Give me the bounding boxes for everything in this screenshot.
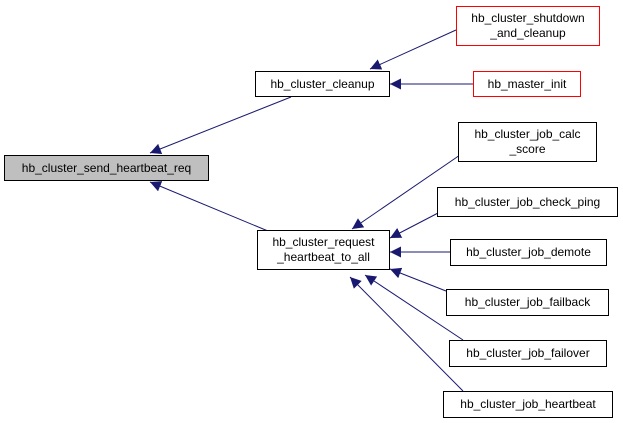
edge-heartbeat-to-request [349,276,464,392]
node-label: hb_cluster_job_failover [466,346,590,360]
node-label: hb_cluster_cleanup [270,76,375,91]
node-hb-cluster-cleanup[interactable]: hb_cluster_cleanup [255,71,390,97]
node-hb-cluster-job-calc-score[interactable]: hb_cluster_job_calc _score [458,122,597,162]
edge-failback-to-request [389,267,447,292]
node-hb-cluster-job-failover[interactable]: hb_cluster_job_failover [449,340,607,367]
node-label: hb_master_init [487,76,567,91]
node-label: hb_cluster_send_heartbeat_req [21,160,192,175]
edge-cleanup-to-root [149,96,292,155]
node-label-line2: _score [509,142,546,156]
node-label-line1: hb_cluster_shutdown [471,11,585,25]
node-hb-cluster-job-check-ping[interactable]: hb_cluster_job_check_ping [437,187,618,217]
node-label-line1: hb_cluster_job_calc [474,127,581,141]
node-label-line2: _and_cleanup [490,26,566,40]
node-label: hb_cluster_job_heartbeat [460,397,596,411]
node-label-line2: _heartbeat_to_all [277,250,370,264]
edge-shutdown-to-cleanup [369,29,457,70]
node-label: hb_cluster_job_demote [466,245,591,259]
node-hb-cluster-request-heartbeat-to-all[interactable]: hb_cluster_request _heartbeat_to_all [257,230,390,270]
node-hb-cluster-send-heartbeat-req: hb_cluster_send_heartbeat_req [4,155,209,181]
node-hb-cluster-shutdown-and-cleanup[interactable]: hb_cluster_shutdown _and_cleanup [456,6,600,46]
node-hb-cluster-job-heartbeat[interactable]: hb_cluster_job_heartbeat [443,391,613,418]
node-hb-cluster-job-demote[interactable]: hb_cluster_job_demote [450,239,607,266]
edge-failover-to-request [364,274,464,341]
node-hb-master-init[interactable]: hb_master_init [473,71,581,97]
edge-calc-score-to-request [351,154,461,230]
node-label: hb_cluster_job_check_ping [454,194,601,209]
edge-layer [149,29,473,392]
node-label-line1: hb_cluster_request [272,235,375,249]
edge-check-ping-to-request [389,211,441,239]
edge-request-to-root [149,181,281,237]
node-hb-cluster-job-failback[interactable]: hb_cluster_job_failback [446,289,609,316]
node-label: hb_cluster_job_failback [464,295,591,309]
